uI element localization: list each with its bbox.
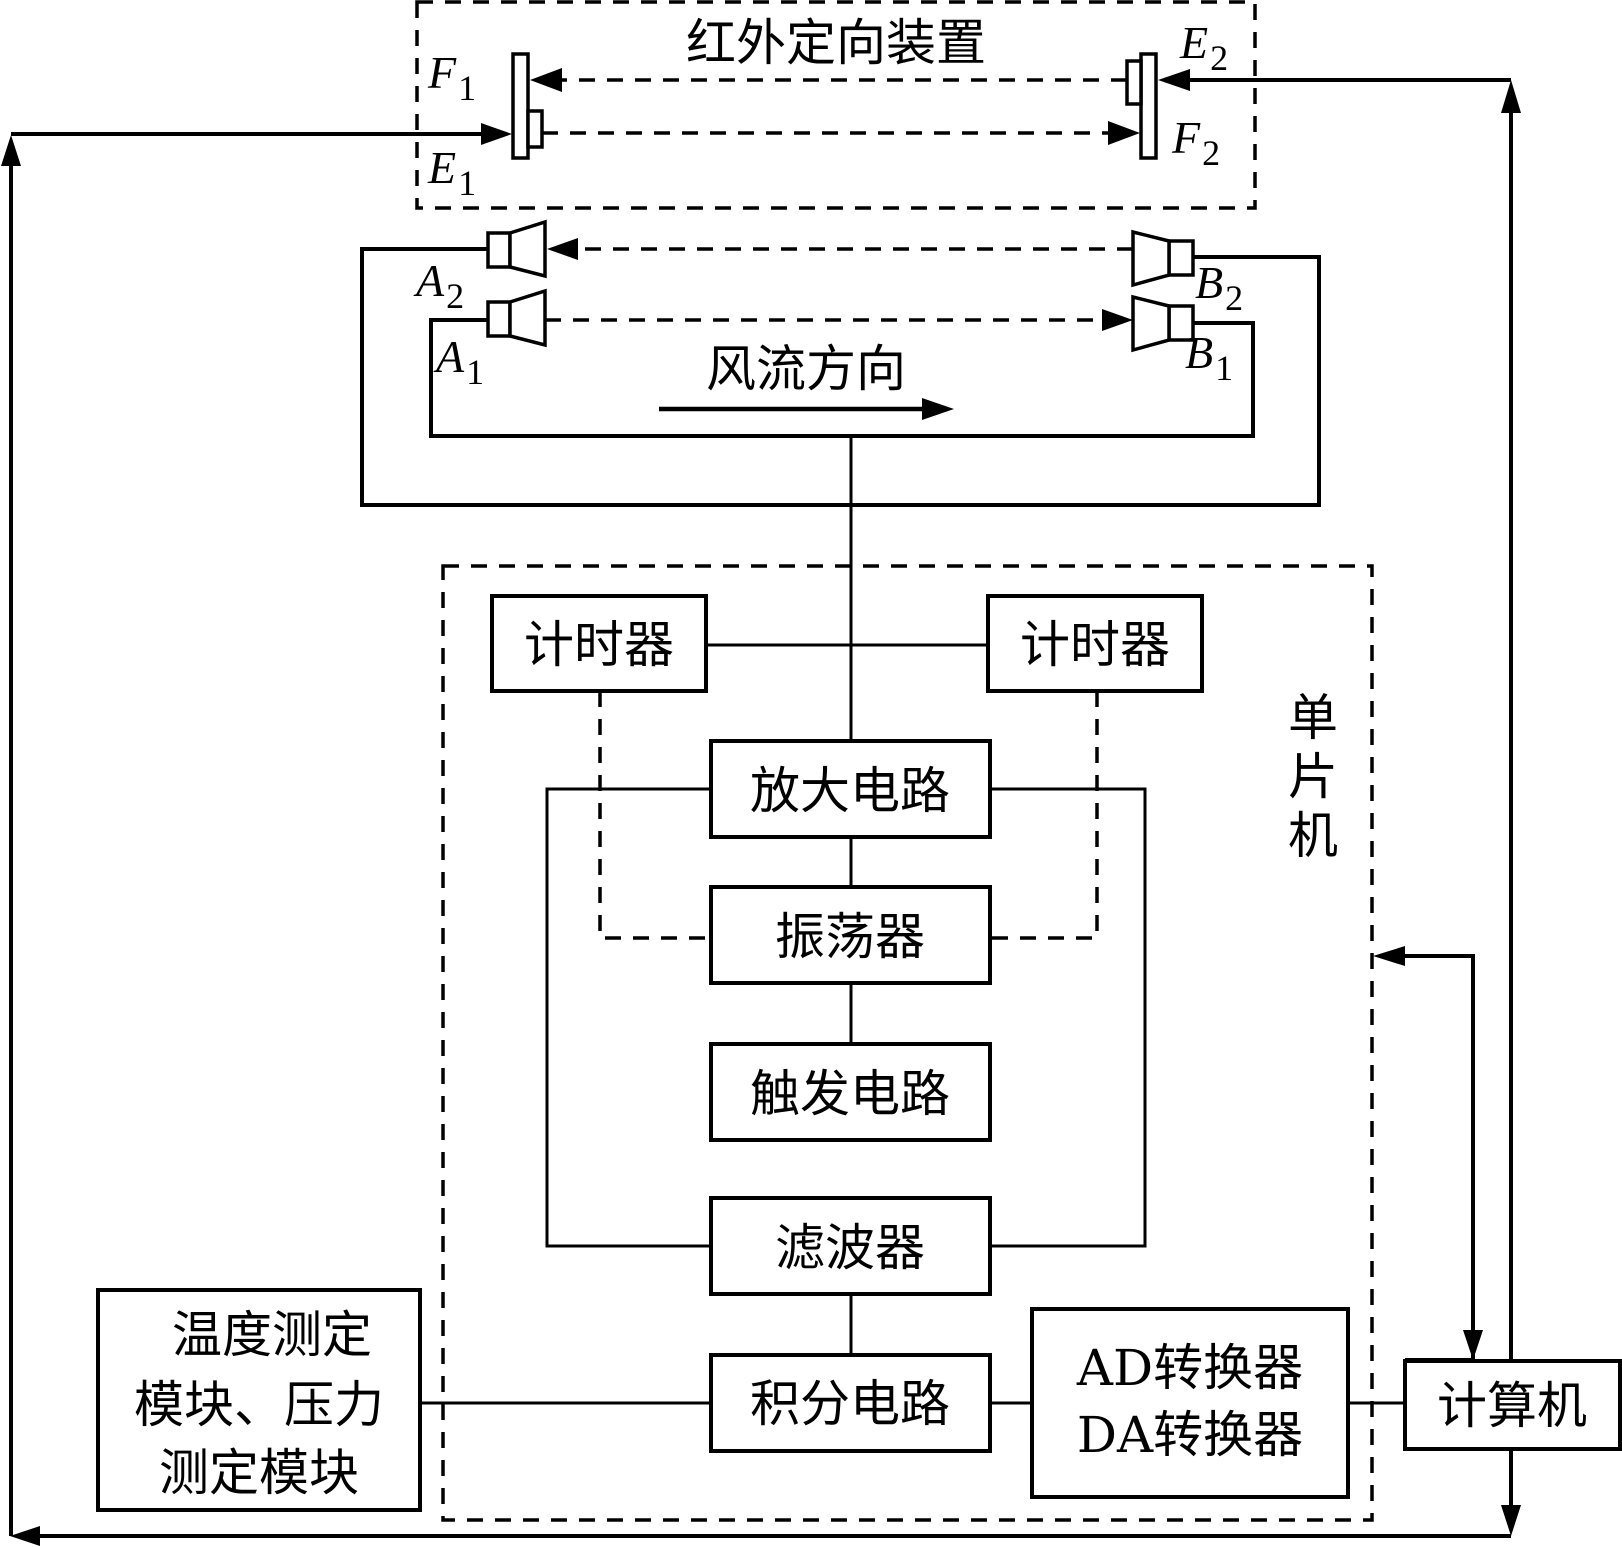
svg-text:计时器: 计时器 [1020, 616, 1170, 674]
emitter-e1 [526, 109, 544, 149]
receiver-f2 [1139, 52, 1158, 160]
label-f2: F2 [1171, 112, 1220, 173]
svg-text:B2: B2 [1195, 257, 1243, 318]
wire-bottom-loop-arrowhead [10, 1526, 40, 1546]
svg-text:A1: A1 [433, 331, 484, 392]
wire-a1-b1-loop [429, 318, 1255, 438]
airflow-direction-label: 风流方向 [706, 340, 906, 398]
svg-text:计时器: 计时器 [524, 616, 674, 674]
wire-computer-down-arrowhead [1501, 1505, 1521, 1536]
receiver-f1 [511, 52, 530, 160]
svg-text:E2: E2 [1179, 17, 1228, 78]
svg-text:放大电路: 放大电路 [750, 762, 950, 820]
wire-amplifier-filter-right [990, 787, 1147, 1248]
svg-text:F1: F1 [427, 47, 476, 108]
svg-text:振荡器: 振荡器 [775, 908, 925, 966]
emitter-e2 [1125, 59, 1143, 106]
link-mcu-computer [1400, 954, 1475, 1362]
trigger-circuit-block: 触发电路 [709, 1042, 992, 1142]
computer-block: 计算机 [1403, 1359, 1622, 1451]
infrared-device-title: 红外定向装置 [686, 14, 986, 72]
svg-text:温度测定: 温度测定 [172, 1306, 372, 1364]
svg-text:片: 片 [1288, 748, 1338, 806]
svg-text:积分电路: 积分电路 [750, 1375, 950, 1433]
svg-text:F2: F2 [1171, 112, 1220, 173]
timer-left-block: 计时器 [490, 594, 708, 693]
ad-da-converter-block: AD转换器 DA转换器 [1030, 1307, 1350, 1499]
svg-text:E1: E1 [427, 142, 476, 203]
sound-path-arrowhead-left [547, 238, 578, 260]
wire-computer-up-arrowhead [1501, 80, 1521, 113]
label-b1: B1 [1185, 327, 1233, 388]
label-a2: A2 [413, 255, 464, 316]
svg-text:机: 机 [1288, 807, 1338, 865]
oscillator-block: 振荡器 [709, 885, 992, 985]
transducer-a1 [486, 288, 547, 348]
sensor-module-block: 温度测定 模块、压力 测定模块 [96, 1288, 422, 1512]
label-e1: E1 [427, 142, 476, 203]
link-mcu-arrowhead [1373, 946, 1405, 966]
link-computer-arrowhead [1463, 1330, 1483, 1360]
svg-text:单: 单 [1288, 689, 1338, 747]
integrator-block: 积分电路 [709, 1353, 992, 1453]
timer-right-block: 计时器 [986, 594, 1204, 693]
svg-text:计算机: 计算机 [1437, 1377, 1587, 1435]
label-a1: A1 [433, 331, 484, 392]
label-b2: B2 [1195, 257, 1243, 318]
ultrasonic-section: A2 A1 B2 B1 风流方向 [360, 219, 1321, 507]
label-e2: E2 [1179, 17, 1228, 78]
mcu-enclosure [441, 564, 1374, 1522]
svg-text:触发电路: 触发电路 [750, 1065, 950, 1123]
svg-text:模块、压力: 模块、压力 [134, 1376, 384, 1434]
wire-e2-arrowhead [1158, 69, 1190, 91]
svg-text:滤波器: 滤波器 [775, 1219, 925, 1277]
mcu-section: 单 片 机 计时器 计时器 放大电路 振荡器 [441, 564, 1374, 1522]
ir-beam-arrowhead-left [530, 68, 562, 92]
svg-text:A2: A2 [413, 255, 464, 316]
wire-a2-b2-loop [360, 247, 1321, 507]
wire-e1-arrowhead [481, 123, 512, 145]
infrared-device: 红外定向装置 F1 E1 E2 F2 [415, 0, 1257, 210]
label-f1: F1 [427, 47, 476, 108]
transducer-b2 [1131, 229, 1195, 288]
svg-text:测定模块: 测定模块 [159, 1444, 359, 1502]
airflow-direction-arrowhead [922, 398, 954, 420]
dashed-link-timer-right-oscillator [990, 691, 1099, 940]
dashed-link-timer-left-oscillator [598, 691, 711, 940]
svg-text:B1: B1 [1185, 327, 1233, 388]
filter-block: 滤波器 [709, 1196, 992, 1296]
svg-text:DA转换器: DA转换器 [1077, 1406, 1303, 1464]
wire-left-side-arrowhead [1, 135, 21, 166]
ir-beam-arrowhead-right [1108, 121, 1140, 145]
svg-text:AD转换器: AD转换器 [1076, 1339, 1303, 1397]
sound-path-arrowhead-right [1102, 309, 1133, 331]
wire-amplifier-filter-left [545, 787, 711, 1248]
amplifier-block: 放大电路 [709, 739, 992, 839]
transducer-b1 [1131, 294, 1195, 353]
infrared-device-enclosure [415, 0, 1257, 210]
mcu-label: 单 片 机 [1288, 689, 1338, 865]
transducer-a2 [486, 219, 547, 279]
